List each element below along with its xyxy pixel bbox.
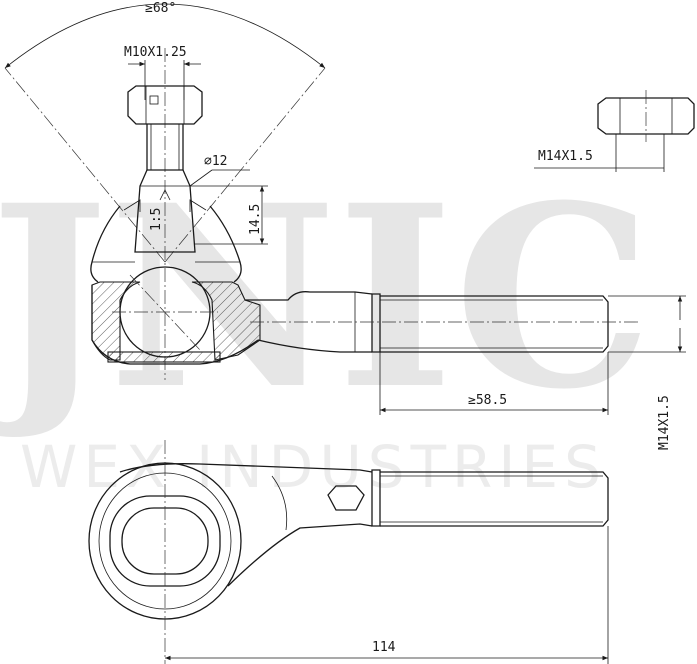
cone-line-right xyxy=(164,67,326,263)
pin-diameter-label: ⌀12 xyxy=(204,154,227,169)
top-thread-label: M10X1.25 xyxy=(124,45,187,60)
cone-angle-label: ≥68° xyxy=(145,1,176,16)
hex-nut xyxy=(597,97,695,135)
top-threaded-shank xyxy=(380,471,609,527)
taper-ratio-label: 1:5 xyxy=(149,208,164,231)
tapered-pin xyxy=(134,169,196,253)
nut-view: M14X1.5 xyxy=(534,90,695,172)
boot-clip-right xyxy=(189,199,207,212)
top-arm-lower-edge xyxy=(227,523,373,587)
side-view: ≥68° M10X1.25 1:5 ⌀12 14.5 xyxy=(4,1,686,450)
arm-top-edge xyxy=(245,291,373,301)
threaded-shank xyxy=(380,295,609,353)
overall-length-label: 114 xyxy=(372,640,396,655)
arm-contour xyxy=(271,475,288,531)
top-arm-upper-edge xyxy=(119,463,373,473)
castle-nut xyxy=(127,85,203,125)
cone-angle-arc xyxy=(4,3,326,69)
housing-outline xyxy=(91,285,259,365)
diameter-leader xyxy=(189,169,213,187)
top-view: 114 xyxy=(88,440,609,664)
taper-marker xyxy=(159,189,171,201)
cotter-pin-hole xyxy=(149,95,159,105)
watermark-company: WEX INDUSTRIES xyxy=(20,433,607,501)
bottom-plug xyxy=(107,351,221,363)
nut-thread-label: M14X1.5 xyxy=(538,149,593,164)
ball-diag-line xyxy=(129,274,201,351)
arm-bottom-edge xyxy=(257,339,372,353)
thread-length-label: ≥58.5 xyxy=(468,393,507,408)
taper-length-label: 14.5 xyxy=(248,204,263,235)
boot-clip-left xyxy=(123,199,141,212)
threaded-stud xyxy=(146,124,184,171)
wrench-flat xyxy=(327,485,365,511)
shank-thread-label: M14X1.5 xyxy=(657,395,672,450)
cone-line-left xyxy=(4,67,166,263)
